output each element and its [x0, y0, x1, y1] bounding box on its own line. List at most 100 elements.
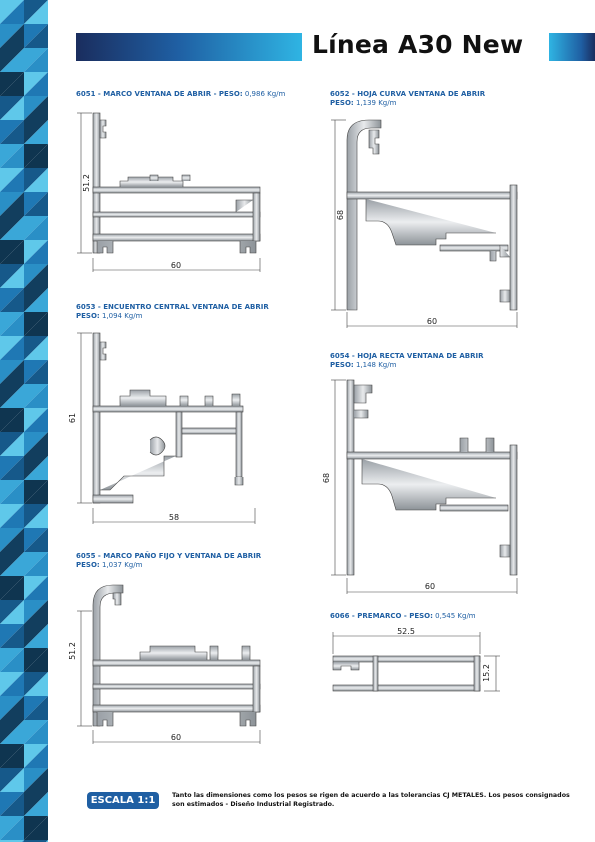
ribbon-tile: [0, 816, 24, 840]
ribbon-tile: [24, 312, 48, 336]
section-6051-heading: 6051 - MARCO VENTANA DE ABRIR - PESO: 0,…: [76, 90, 286, 98]
ribbon-tile: [0, 576, 24, 600]
ribbon-tile: [0, 144, 24, 168]
profile-6051: [77, 112, 261, 272]
ribbon-tile: [0, 168, 24, 192]
ribbon-tile: [24, 672, 48, 696]
page-title: Línea A30 New: [312, 30, 524, 59]
ribbon-tile: [24, 144, 48, 168]
ribbon-tile: [0, 288, 24, 312]
ribbon-tile: [24, 96, 48, 120]
header-bar-right: [549, 33, 595, 61]
ribbon-tile: [24, 48, 48, 72]
dim-6051-height: 51.2: [82, 174, 91, 192]
ribbon-tile: [24, 528, 48, 552]
profile-6054: [331, 379, 518, 594]
ribbon-tile: [0, 0, 24, 24]
profile-6053: [77, 332, 256, 524]
ribbon-tile: [0, 432, 24, 456]
ribbon-tile: [24, 576, 48, 600]
dim-6052-height: 68: [336, 210, 345, 220]
ribbon-tile: [0, 720, 24, 744]
ribbon-tile: [24, 600, 48, 624]
section-6052-heading: 6052 - HOJA CURVA VENTANA DE ABRIR PESO:…: [330, 90, 486, 107]
dim-6066-height: 15.2: [482, 664, 491, 682]
ribbon-tile: [0, 624, 24, 648]
ribbon-tile: [24, 552, 48, 576]
ribbon-tile: [24, 120, 48, 144]
ribbon-tile: [0, 648, 24, 672]
ribbon-tile: [24, 0, 48, 24]
ribbon-tile: [24, 408, 48, 432]
ribbon-tile: [0, 792, 24, 816]
ribbon-tile: [24, 480, 48, 504]
ribbon-tile: [24, 792, 48, 816]
ribbon-tile: [0, 96, 24, 120]
ribbon-tile: [24, 720, 48, 744]
ribbon-tile: [0, 192, 24, 216]
ribbon-tile: [0, 696, 24, 720]
dim-6055-height: 51.2: [68, 642, 77, 660]
profile-6055: [77, 584, 261, 744]
dim-6053-height: 61: [68, 413, 77, 423]
ribbon-tile: [24, 696, 48, 720]
ribbon-tile: [24, 504, 48, 528]
profile-6066: [332, 632, 500, 692]
ribbon-tile: [24, 336, 48, 360]
ribbon-tile: [0, 120, 24, 144]
section-6066-heading: 6066 - PREMARCO - PESO: 0,545 Kg/m: [330, 612, 476, 620]
ribbon-tile: [24, 816, 48, 840]
dim-6066-width: 52.5: [397, 627, 415, 636]
ribbon-tile: [24, 456, 48, 480]
ribbon-tile: [0, 384, 24, 408]
ribbon-tile: [0, 72, 24, 96]
dim-6055-width: 60: [171, 733, 181, 742]
section-6054-heading: 6054 - HOJA RECTA VENTANA DE ABRIR PESO:…: [330, 352, 484, 369]
ribbon-tile: [24, 432, 48, 456]
ribbon-tile: [24, 168, 48, 192]
ribbon-tile: [0, 528, 24, 552]
ribbon-tile: [0, 456, 24, 480]
ribbon-tile: [0, 216, 24, 240]
footer-note: Tanto las dimensiones como los pesos se …: [172, 792, 570, 808]
ribbon-tile: [24, 768, 48, 792]
section-6055-heading: 6055 - MARCO PAÑO FIJO Y VENTANA DE ABRI…: [76, 552, 262, 569]
ribbon-tile: [0, 264, 24, 288]
header-bar-left: [76, 33, 302, 61]
ribbon-tile: [24, 264, 48, 288]
dim-6054-width: 60: [425, 582, 435, 591]
ribbon-tile: [24, 192, 48, 216]
ribbon-tile: [0, 480, 24, 504]
ribbon-tile: [24, 72, 48, 96]
ribbon-tile: [0, 360, 24, 384]
ribbon-tile: [0, 24, 24, 48]
ribbon-tile: [0, 600, 24, 624]
scale-badge: ESCALA 1:1: [87, 792, 159, 809]
decorative-ribbon: [0, 0, 48, 842]
ribbon-tile: [24, 624, 48, 648]
ribbon-tile: [24, 648, 48, 672]
ribbon-tile: [24, 288, 48, 312]
ribbon-tile: [24, 24, 48, 48]
ribbon-tile: [0, 336, 24, 360]
ribbon-tile: [0, 408, 24, 432]
ribbon-tile: [0, 768, 24, 792]
ribbon-tile: [0, 744, 24, 768]
dim-6053-width: 58: [169, 513, 179, 522]
ribbon-tile: [24, 744, 48, 768]
ribbon-tile: [0, 312, 24, 336]
ribbon-tile: [24, 360, 48, 384]
ribbon-tile: [0, 504, 24, 528]
ribbon-tile: [24, 240, 48, 264]
ribbon-tile: [24, 384, 48, 408]
dim-6051-width: 60: [171, 261, 181, 270]
section-6053-heading: 6053 - ENCUENTRO CENTRAL VENTANA DE ABRI…: [76, 303, 269, 320]
ribbon-tile: [0, 48, 24, 72]
dim-6052-width: 60: [427, 317, 437, 326]
ribbon-tile: [24, 216, 48, 240]
dim-6054-height: 68: [322, 473, 331, 483]
profile-6052: [331, 119, 518, 328]
ribbon-tile: [0, 552, 24, 576]
ribbon-tile: [0, 240, 24, 264]
